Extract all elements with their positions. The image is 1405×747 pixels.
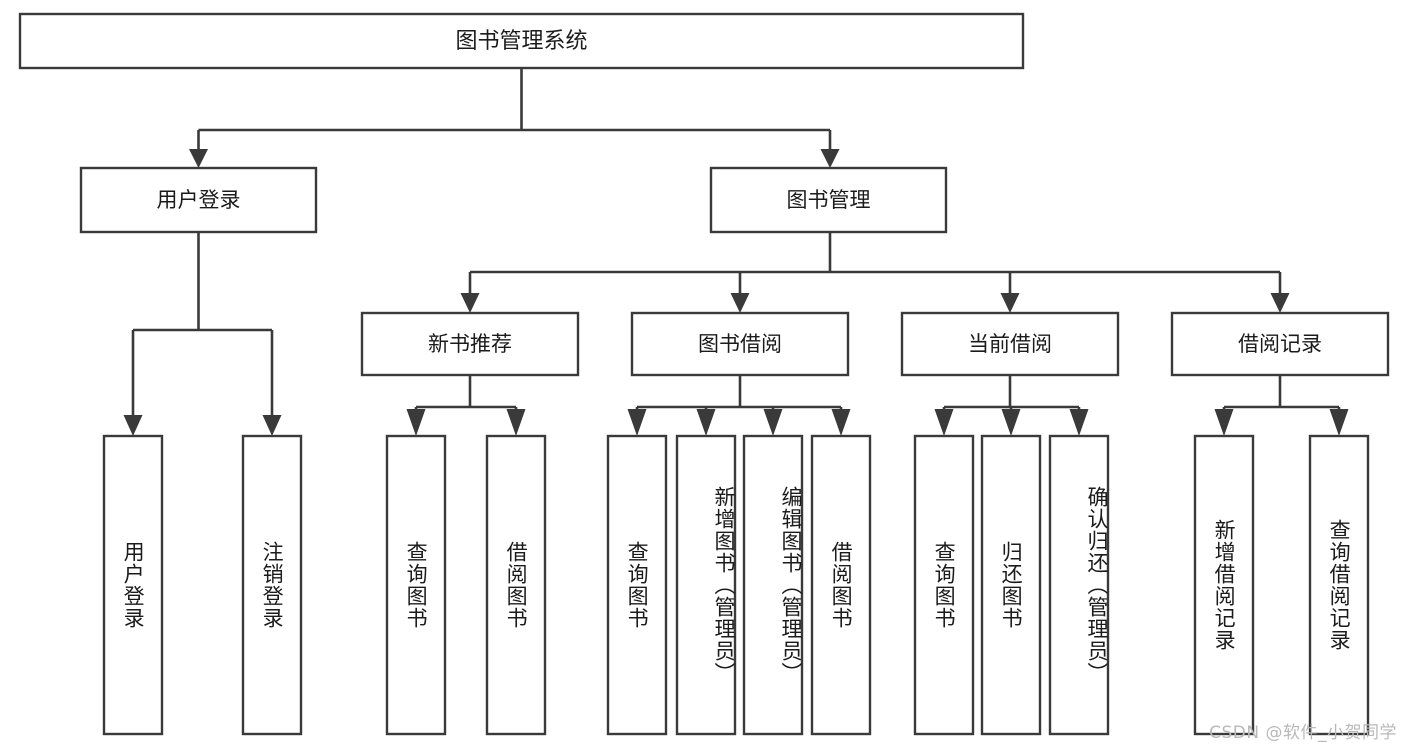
connector-group-borrow-record xyxy=(1214,375,1349,436)
arrowhead-leaf-query-book-3 xyxy=(934,409,954,436)
connector-group-book-manage xyxy=(460,232,1290,313)
arrowhead-leaf-return-book xyxy=(1001,409,1021,436)
arrowhead-borrow-record xyxy=(1270,293,1290,313)
node-borrow-record[interactable]: 借阅记录 xyxy=(1170,311,1390,377)
arrowhead-leaf-logout-login xyxy=(262,415,282,436)
node-book-manage-label: 图书管理 xyxy=(787,188,871,212)
node-title[interactable]: 图书管理系统 xyxy=(18,12,1025,70)
connector-group-book-borrow xyxy=(627,375,851,436)
leaf-borrow-book-2-rect[interactable] xyxy=(810,434,872,736)
node-new-book-recommend[interactable]: 新书推荐 xyxy=(360,311,580,377)
leaf-query-book-2-rect[interactable] xyxy=(606,434,668,736)
arrowhead-book-borrow xyxy=(730,293,750,313)
arrowhead-book-manage xyxy=(820,149,840,168)
arrowhead-current-borrow xyxy=(1000,293,1020,313)
connector-group-new-book-recommend xyxy=(406,375,526,436)
leaf-add-book-admin-rect[interactable] xyxy=(675,434,737,736)
leaf-borrow-book-1-rect[interactable] xyxy=(485,434,547,736)
leaf-rect-group xyxy=(102,434,1370,736)
node-current-borrow-label: 当前借阅 xyxy=(968,332,1052,356)
leaf-query-book-3-rect[interactable] xyxy=(913,434,975,736)
node-user-login-label: 用户登录 xyxy=(157,188,241,212)
leaf-logout-login-rect[interactable] xyxy=(241,434,303,736)
leaf-query-borrow-record-rect[interactable] xyxy=(1308,434,1370,736)
leaf-query-book-1-rect[interactable] xyxy=(385,434,447,736)
arrowhead-leaf-borrow-book-1 xyxy=(506,409,526,436)
leaf-return-book-rect[interactable] xyxy=(980,434,1042,736)
arrowhead-new-book-recommend xyxy=(460,293,480,313)
node-title-label: 图书管理系统 xyxy=(455,29,587,54)
arrowhead-leaf-query-book-1 xyxy=(406,409,426,436)
arrowhead-leaf-query-book-2 xyxy=(627,409,647,436)
node-borrow-record-rect[interactable] xyxy=(1170,311,1390,377)
connector-group-user-login xyxy=(123,232,282,436)
arrowhead-leaf-edit-book-admin xyxy=(763,409,783,436)
node-book-manage-rect[interactable] xyxy=(709,166,948,234)
arrowhead-leaf-add-borrow-record xyxy=(1214,409,1234,436)
leaf-add-borrow-record-rect[interactable] xyxy=(1193,434,1255,736)
node-user-login[interactable]: 用户登录 xyxy=(79,166,318,234)
arrowhead-leaf-add-book-admin xyxy=(696,409,716,436)
connector-group-current-borrow xyxy=(934,375,1089,436)
node-book-borrow[interactable]: 图书借阅 xyxy=(630,311,850,377)
arrowhead-leaf-confirm-return xyxy=(1069,409,1089,436)
arrowhead-leaf-query-borrow-record xyxy=(1329,409,1349,436)
node-new-book-recommend-label: 新书推荐 xyxy=(428,332,512,356)
connector-group-root xyxy=(189,68,840,168)
leaf-user-login-rect[interactable] xyxy=(102,434,164,736)
node-current-borrow[interactable]: 当前借阅 xyxy=(900,311,1120,377)
arrowhead-user-login xyxy=(189,149,208,168)
arrowhead-leaf-borrow-book-2 xyxy=(831,409,851,436)
node-current-borrow-rect[interactable] xyxy=(900,311,1120,377)
csdn-watermark: CSDN @软件_小贺同学 xyxy=(1209,723,1397,743)
arrowhead-leaf-user-login xyxy=(123,415,143,436)
leaf-edit-book-admin-rect[interactable] xyxy=(742,434,804,736)
node-title-rect[interactable] xyxy=(18,12,1025,70)
node-new-book-recommend-rect[interactable] xyxy=(360,311,580,377)
node-book-manage[interactable]: 图书管理 xyxy=(709,166,948,234)
node-book-borrow-rect[interactable] xyxy=(630,311,850,377)
node-user-login-rect[interactable] xyxy=(79,166,318,234)
node-borrow-record-label: 借阅记录 xyxy=(1238,332,1322,356)
node-book-borrow-label: 图书借阅 xyxy=(698,332,782,356)
leaf-confirm-return-rect[interactable] xyxy=(1048,434,1110,736)
